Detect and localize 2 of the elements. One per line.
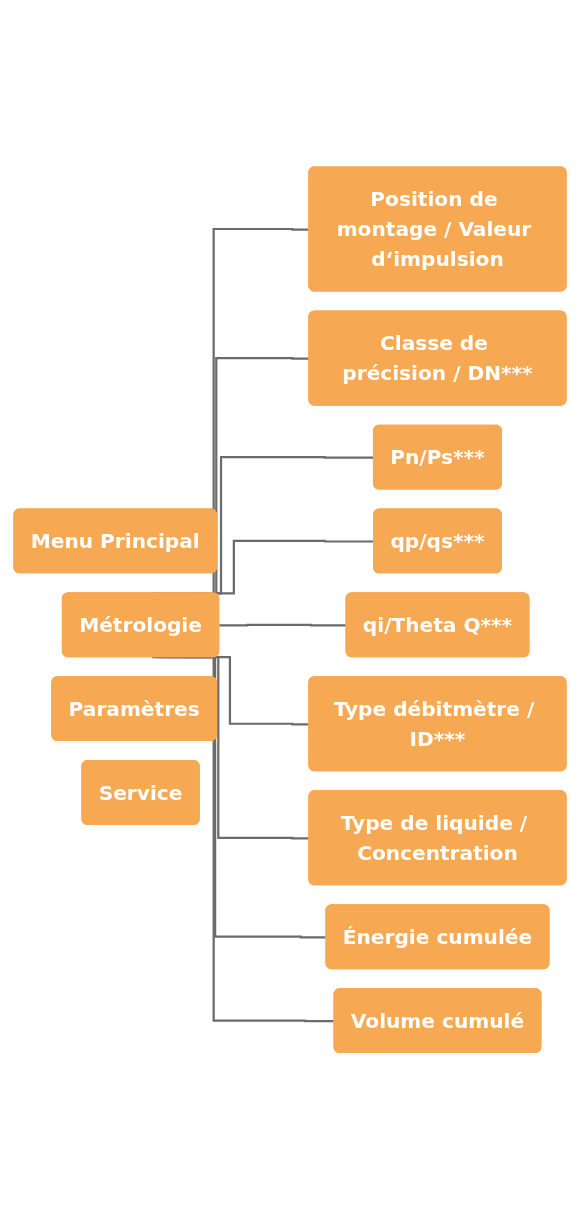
connector <box>219 623 347 627</box>
connector <box>151 656 335 1023</box>
